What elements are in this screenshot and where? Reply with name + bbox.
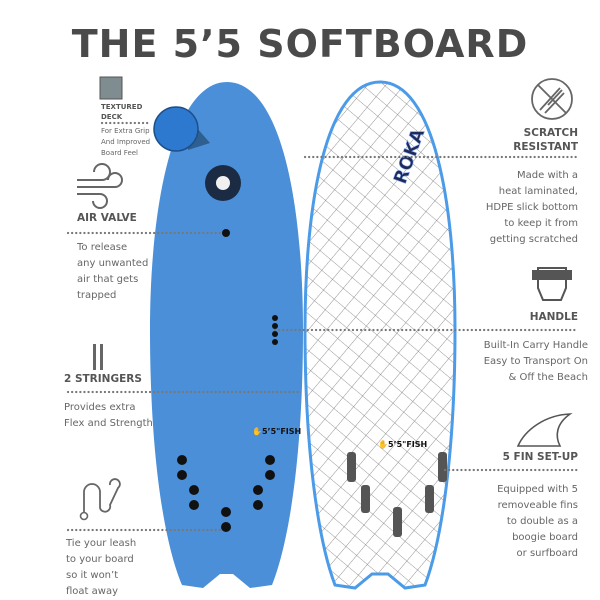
air-valve-text: To release any unwanted air that gets tr… [77, 240, 148, 304]
page-title: THE 5’5 SOFTBOARD [71, 22, 529, 66]
stringers-text: Provides extra Flex and Strength [64, 400, 153, 432]
text-line: getting scratched [489, 234, 578, 245]
fist-icon [532, 267, 572, 301]
text-line: air that gets [77, 274, 139, 285]
stringers-heading: 2 STRINGERS [64, 373, 142, 385]
text-line: And Improved [101, 138, 151, 146]
scratch-text: Made with a heat laminated, HDPE slick b… [486, 168, 578, 248]
stringers-icon [93, 344, 103, 370]
bottom-fish-logo: ✋5’5"FISH [378, 440, 428, 449]
model-name: FISH [406, 440, 428, 449]
fins-text: Equipped with 5 removeable fins to doubl… [497, 482, 578, 562]
text-line: Tie your leash [66, 538, 137, 549]
air-valve-heading: AIR VALVE [77, 212, 137, 224]
text-line: or surfboard [516, 548, 578, 559]
text-line: Board Feel [101, 149, 138, 157]
text-line: boogie board [512, 532, 578, 543]
textured-deck-text: For Extra Grip And Improved Board Feel [101, 126, 150, 159]
air-valve [222, 229, 230, 237]
scratch-icon [531, 78, 573, 120]
text-line: removeable fins [497, 500, 578, 511]
text-line: Flex and Strength [64, 418, 153, 429]
deck-zoom-circle [153, 106, 199, 152]
heading-line: RESISTANT [513, 141, 578, 153]
handle-text: Built-In Carry Handle Easy to Transport … [484, 338, 588, 386]
fins-heading: 5 FIN SET-UP [502, 451, 578, 463]
leash-icon [83, 478, 121, 513]
text-line: float away [66, 586, 118, 597]
text-line: Easy to Transport On [483, 356, 588, 367]
texture-swatch-icon [99, 76, 123, 100]
fins [347, 452, 447, 537]
bottom-board [303, 80, 457, 590]
heading-line: DECK [101, 113, 123, 121]
text-line: To release [77, 242, 128, 253]
model-size: 5’5" [261, 427, 281, 436]
leader-lines [66, 121, 580, 532]
text-line: so it won’t [66, 570, 119, 581]
model-size: 5’5" [387, 440, 407, 449]
text-line: Made with a [517, 170, 578, 181]
text-line: HDPE slick bottom [485, 202, 578, 213]
text-line: Equipped with 5 [497, 484, 578, 495]
deck-fish-logo: ✋5’5"FISH [252, 427, 302, 436]
deck-board [150, 82, 303, 588]
fin-icon [516, 413, 573, 447]
text-line: Provides extra [64, 402, 136, 413]
handle-plugs [272, 315, 278, 345]
text-line: trapped [77, 290, 117, 301]
handle-heading: HANDLE [529, 311, 578, 323]
text-line: For Extra Grip [101, 127, 150, 135]
scratch-heading: SCRATCH RESISTANT [513, 126, 578, 154]
heading-line: TEXTURED [101, 103, 143, 111]
wind-icon [77, 163, 123, 209]
text-line: any unwanted [77, 258, 149, 269]
text-line: to your board [66, 554, 134, 565]
heading-line: SCRATCH [523, 127, 578, 139]
text-line: to double as a [506, 516, 578, 527]
textured-deck-heading: TEXTURED DECK [101, 102, 142, 122]
model-name: FISH [280, 427, 302, 436]
text-line: & Off the Beach [508, 372, 588, 383]
text-line: to keep it from [504, 218, 578, 229]
text-line: heat laminated, [498, 186, 578, 197]
fin-plugs [177, 455, 275, 532]
text-line: Built-In Carry Handle [483, 340, 588, 351]
leash-text: Tie your leash to your board so it won’t… [66, 536, 136, 600]
